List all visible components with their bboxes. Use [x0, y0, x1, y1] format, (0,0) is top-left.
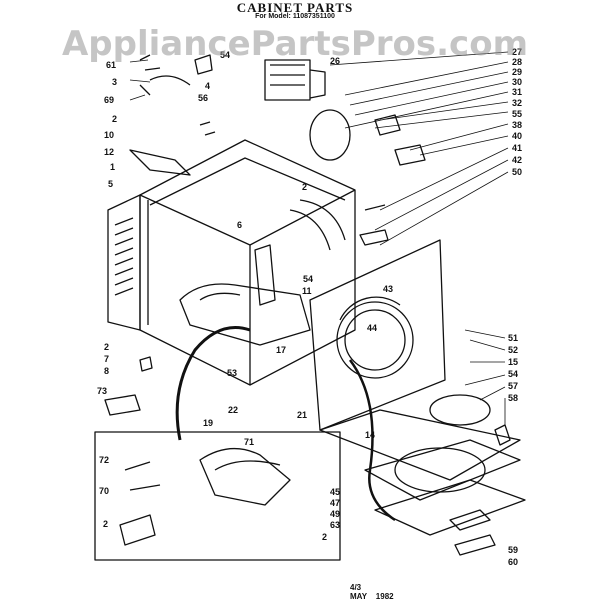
- cabinet-shell: [139, 139, 356, 386]
- part-callout: 14: [365, 430, 375, 440]
- part-callout: 1: [110, 162, 115, 172]
- door-assembly: [319, 409, 526, 556]
- power-cord: [175, 326, 251, 441]
- part-callout: 51: [508, 333, 518, 343]
- drawing-date: 4/3 MAY 1982: [350, 583, 394, 601]
- part-callout: 49: [330, 509, 340, 519]
- part-callout: 52: [508, 345, 518, 355]
- diagram-title: CABINET PARTS: [236, 0, 354, 15]
- leader-lines: [129, 51, 509, 425]
- part-callout: 63: [330, 520, 340, 530]
- part-callout: 12: [104, 147, 114, 157]
- part-callout: 42: [512, 155, 522, 165]
- part-callout: 27: [512, 47, 522, 57]
- part-callout: 57: [508, 381, 518, 391]
- part-callout: 7: [104, 354, 109, 364]
- part-callout: 10: [104, 130, 114, 140]
- part-callout: 41: [512, 143, 522, 153]
- part-callout: 55: [512, 109, 522, 119]
- part-callout: 26: [330, 56, 340, 66]
- right-hardware: [359, 114, 426, 246]
- part-callout: 2: [322, 532, 327, 542]
- part-callout: 4: [205, 81, 210, 91]
- part-callout: 8: [104, 366, 109, 376]
- part-callout: 2: [104, 342, 109, 352]
- part-callout: 21: [297, 410, 307, 420]
- diagram-subtitle: For Model: 11087351100: [255, 13, 335, 20]
- wiring-inset: [94, 431, 341, 561]
- drive-belt: [309, 109, 351, 161]
- part-callout: 71: [244, 437, 254, 447]
- side-panel: [107, 194, 141, 331]
- part-callout: 40: [512, 131, 522, 141]
- small-hardware: [129, 54, 216, 176]
- door-seal: [429, 394, 491, 426]
- part-callout: 29: [512, 67, 522, 77]
- part-callout: 73: [97, 386, 107, 396]
- part-callout: 50: [512, 167, 522, 177]
- part-callout: 43: [383, 284, 393, 294]
- part-callout: 59: [508, 545, 518, 555]
- part-callout: 38: [512, 120, 522, 130]
- part-callout: 30: [512, 77, 522, 87]
- part-callout: 31: [512, 87, 522, 97]
- blower-duct: [179, 244, 311, 346]
- part-callout: 70: [99, 486, 109, 496]
- part-callout: 53: [227, 368, 237, 378]
- part-callout: 17: [276, 345, 286, 355]
- part-callout: 54: [508, 369, 518, 379]
- part-callout: 5: [108, 179, 113, 189]
- part-callout: 15: [508, 357, 518, 367]
- part-callout: 45: [330, 487, 340, 497]
- part-callout: 22: [228, 405, 238, 415]
- part-callout: 54: [303, 274, 313, 284]
- part-callout: 56: [198, 93, 208, 103]
- front-panel: [309, 239, 446, 431]
- part-callout: 72: [99, 455, 109, 465]
- part-callout: 44: [367, 323, 377, 333]
- part-callout: 2: [103, 519, 108, 529]
- part-callout: 3: [112, 77, 117, 87]
- part-callout: 61: [106, 60, 116, 70]
- latch: [494, 424, 511, 446]
- part-callout: 28: [512, 57, 522, 67]
- part-callout: 60: [508, 557, 518, 567]
- part-callout: 54: [220, 50, 230, 60]
- part-callout: 69: [104, 95, 114, 105]
- part-callout: 19: [203, 418, 213, 428]
- watermark: AppliancePartsPros.com: [61, 24, 528, 64]
- part-callout: 32: [512, 98, 522, 108]
- part-callout: 2: [302, 182, 307, 192]
- motor-assembly: [264, 59, 326, 101]
- lower-left-parts: [104, 356, 153, 416]
- part-callout: 6: [237, 220, 242, 230]
- part-callout: 47: [330, 498, 340, 508]
- part-callout: 11: [302, 286, 312, 296]
- drum-back: [289, 199, 346, 251]
- part-callout: 2: [112, 114, 117, 124]
- harness-cord: [348, 359, 396, 522]
- part-callout: 58: [508, 393, 518, 403]
